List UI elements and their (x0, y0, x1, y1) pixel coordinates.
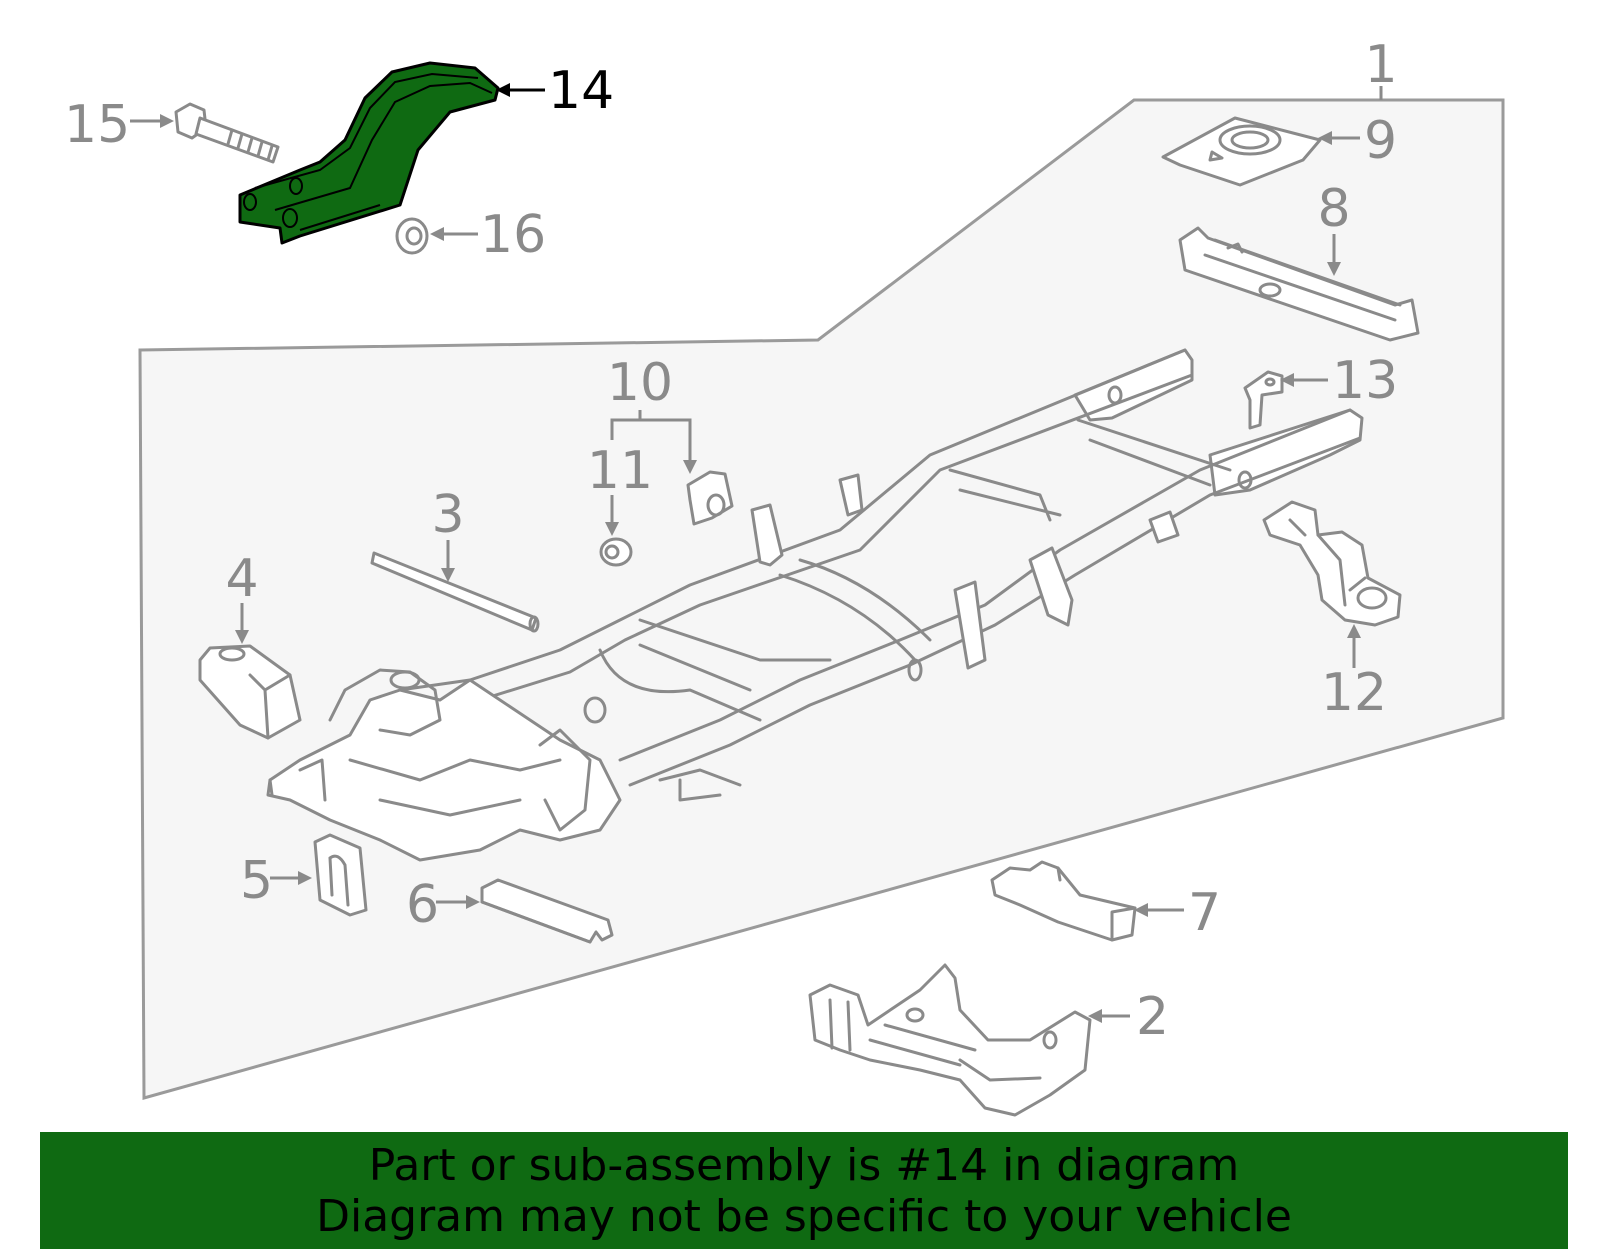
callout-4: 4 (225, 549, 258, 609)
part-15-bolt[interactable] (174, 102, 280, 164)
part-5-plate[interactable] (313, 833, 368, 917)
part-2-crossmember[interactable] (808, 963, 1092, 1117)
callout-10: 10 (607, 353, 673, 413)
callout-7: 7 (1188, 883, 1221, 943)
part-12-mount[interactable] (1262, 500, 1402, 627)
banner-line-1: Part or sub-assembly is #14 in diagram (368, 1139, 1240, 1191)
part-9-plate[interactable] (1161, 116, 1322, 187)
part-13-bracket[interactable] (1243, 370, 1284, 430)
part-14-bracket[interactable] (238, 61, 500, 245)
callout-2: 2 (1136, 987, 1169, 1047)
callout-3: 3 (431, 485, 464, 545)
callout-9: 9 (1364, 111, 1397, 171)
part-10-bracket[interactable] (686, 470, 734, 526)
callout-13: 13 (1332, 351, 1398, 411)
part-11-bushing[interactable] (599, 537, 633, 567)
part-16-nut[interactable] (395, 217, 429, 255)
banner-line-2: Diagram may not be specific to your vehi… (316, 1190, 1292, 1242)
callout-14: 14 (548, 61, 614, 121)
callout-6: 6 (406, 875, 439, 935)
part-3-rod[interactable] (370, 551, 540, 633)
part-8-crossmember[interactable] (1178, 226, 1420, 342)
callout-15: 15 (64, 95, 130, 155)
part-6-channel[interactable] (480, 878, 614, 944)
part-7-mount[interactable] (990, 860, 1137, 942)
frame-assembly-panel (138, 98, 1505, 1100)
callout-5: 5 (240, 851, 273, 911)
callout-11: 11 (587, 441, 653, 501)
callout-12: 12 (1321, 663, 1387, 723)
info-banner: Part or sub-assembly is #14 in diagram D… (40, 1132, 1568, 1249)
part-4-mount[interactable] (198, 644, 302, 740)
callout-16: 16 (480, 205, 546, 265)
callout-1: 1 (1364, 35, 1397, 95)
callout-8: 8 (1317, 179, 1350, 239)
frame-main (266, 348, 1364, 862)
